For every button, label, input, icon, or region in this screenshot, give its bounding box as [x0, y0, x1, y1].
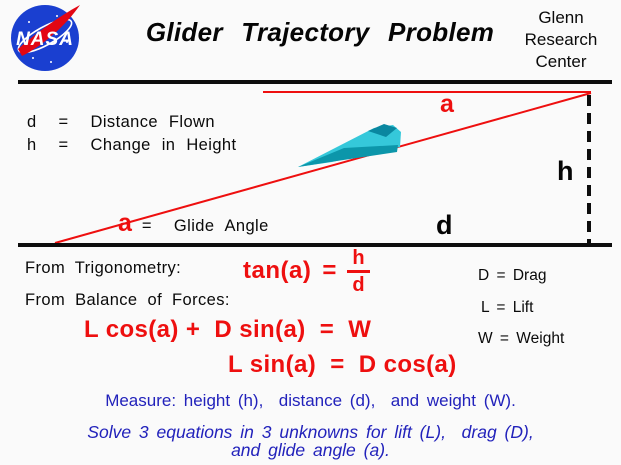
glide-angle-label: a = Glide Angle — [118, 211, 269, 236]
tan-term: tan(a) — [243, 257, 312, 284]
org-line-3: Center — [535, 52, 587, 71]
trig-formula: tan(a) = h d — [243, 248, 370, 296]
glider-canopy — [368, 124, 397, 137]
force-equation-2: L sin(a) = D cos(a) — [228, 351, 457, 378]
distance-label: d — [436, 210, 453, 240]
height-label: h — [557, 156, 574, 186]
forces-intro: From Balance of Forces: — [25, 291, 230, 309]
measure-note: Measure: height (h), distance (d), and w… — [105, 391, 516, 410]
fraction-denominator: d — [352, 273, 365, 296]
solve-note-line1: Solve 3 equations in 3 unknowns for lift… — [87, 422, 534, 442]
top-angle-symbol: a — [440, 90, 454, 118]
nasa-swoosh-icon — [18, 5, 80, 56]
glider-illustration — [298, 124, 401, 167]
trigonometry-intro: From Trigonometry: — [25, 259, 182, 277]
glide-path-line — [54, 92, 592, 244]
h-over-d-fraction: h d — [347, 248, 370, 296]
org-line-2: Research — [524, 30, 598, 49]
drag-definition: D = Drag — [478, 267, 547, 284]
height-legend: h = Change in Height — [27, 136, 237, 154]
weight-definition: W = Weight — [478, 330, 565, 347]
header-rule — [18, 80, 612, 84]
solve-note-line2: and glide angle (a). — [231, 440, 390, 460]
org-name: Glenn Research Center — [505, 7, 617, 73]
glide-angle-text: = Glide Angle — [141, 217, 269, 235]
equals-sign: = — [322, 257, 337, 284]
nasa-orbit-icon — [17, 18, 73, 54]
org-line-1: Glenn — [538, 8, 584, 27]
glider-belly-shadow — [298, 145, 398, 167]
nasa-logo-text: NASA — [16, 29, 74, 50]
glide-angle-symbol: a — [118, 209, 132, 237]
lift-definition: L = Lift — [481, 299, 534, 316]
force-equation-1: L cos(a) + D sin(a) = W — [84, 316, 372, 343]
page-title: Glider Trajectory Problem — [145, 17, 495, 47]
distance-legend: d = Distance Flown — [27, 113, 215, 131]
trajectory-diagram — [18, 91, 612, 247]
nasa-logo: NASA — [11, 5, 80, 71]
fraction-numerator: h — [347, 248, 370, 273]
